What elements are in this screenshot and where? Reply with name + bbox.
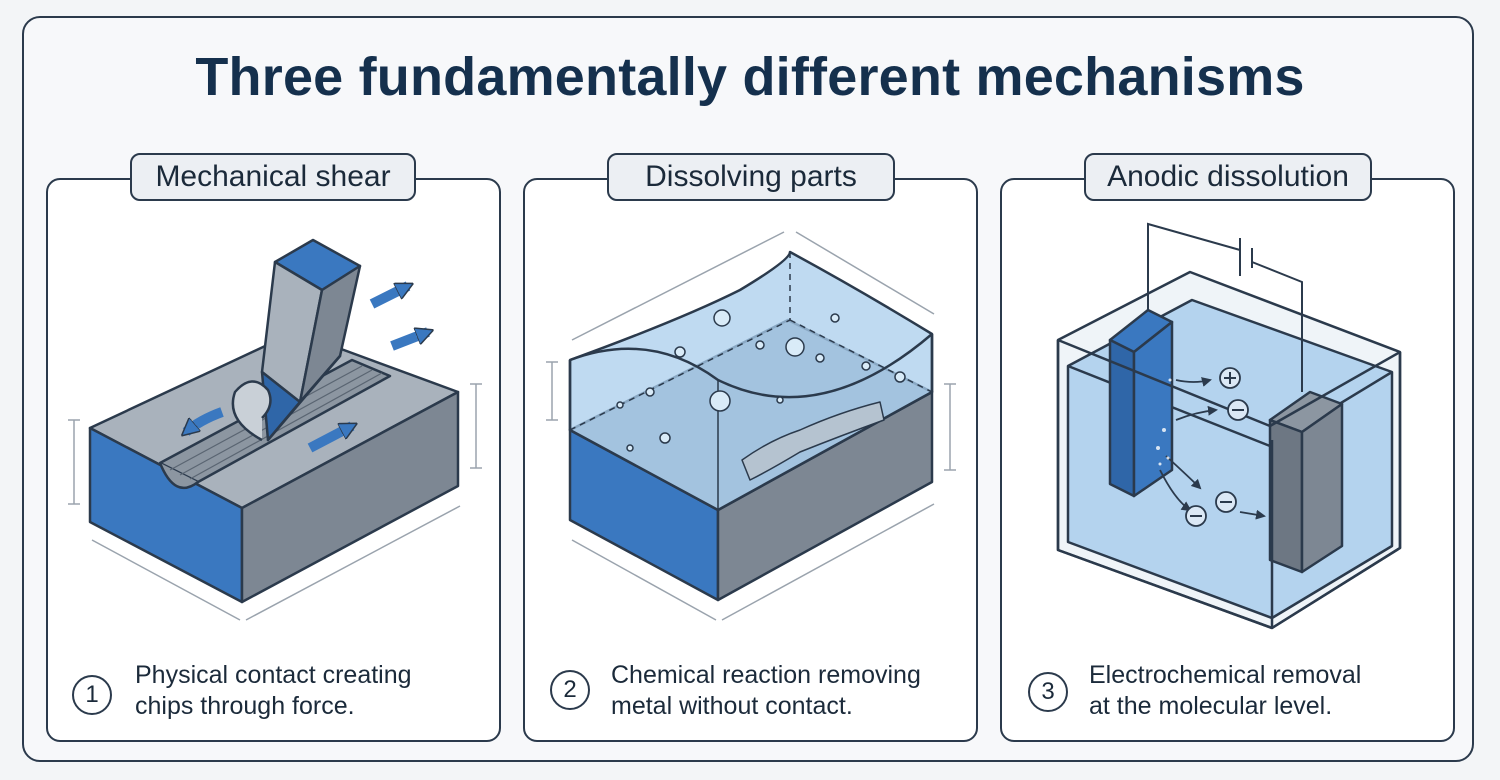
step-number-3: 3 xyxy=(1028,672,1068,712)
force-arrows xyxy=(186,281,428,453)
caption-3-line-1: Electrochemical removal xyxy=(1089,661,1362,689)
ion-signs xyxy=(1190,372,1244,517)
step-number-1: 1 xyxy=(72,675,112,715)
dimension-lines-1 xyxy=(68,383,482,621)
caption-3: Electrochemical removal at the molecular… xyxy=(1089,660,1361,722)
mechanical-shear-illustration xyxy=(88,238,460,604)
dimension-lines-2 xyxy=(546,231,956,621)
caption-1-line-1: Physical contact creating xyxy=(135,661,412,689)
circuit-wires xyxy=(1147,222,1303,392)
ion-arrows xyxy=(1159,377,1266,520)
caption-1-line-2: chips through force. xyxy=(135,692,355,720)
caption-3-line-2: at the molecular level. xyxy=(1089,692,1333,720)
caption-2: Chemical reaction removing metal without… xyxy=(611,660,921,722)
bubbles xyxy=(616,309,906,452)
page-title: Three fundamentally different mechanisms xyxy=(195,47,1305,107)
caption-1: Physical contact creating chips through … xyxy=(135,660,412,722)
panel-label-mechanical-shear: Mechanical shear xyxy=(130,153,416,201)
step-number-2: 2 xyxy=(550,670,590,710)
anodic-dissolution-illustration xyxy=(1056,270,1402,630)
panel-label-dissolving-parts: Dissolving parts xyxy=(607,153,895,201)
caption-2-line-1: Chemical reaction removing xyxy=(611,661,921,689)
dissolving-parts-illustration xyxy=(568,250,934,602)
particles xyxy=(1156,378,1172,466)
panel-label-anodic-dissolution: Anodic dissolution xyxy=(1084,153,1372,201)
caption-2-line-2: metal without contact. xyxy=(611,692,853,720)
